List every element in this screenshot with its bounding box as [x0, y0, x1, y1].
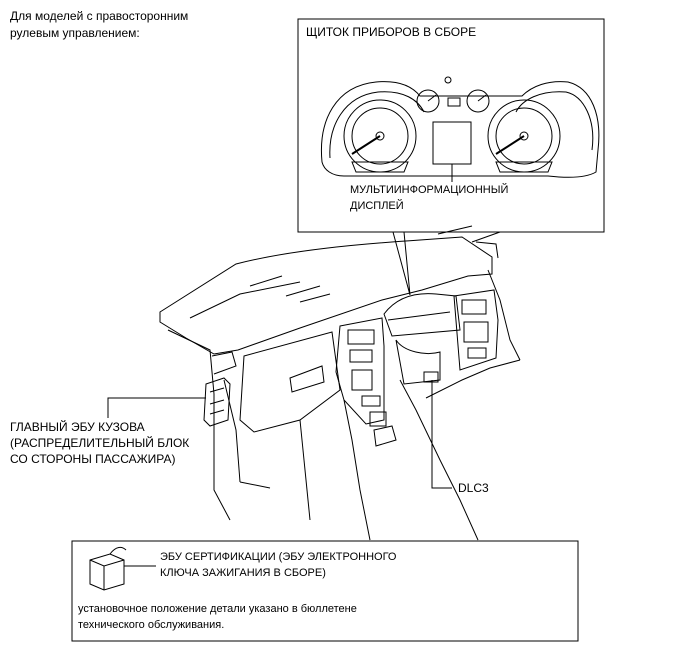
main-body-ecu-shape	[203, 377, 231, 427]
main-body-ecu-label-line3: СО СТОРОНЫ ПАССАЖИРА)	[10, 452, 176, 466]
certification-ecu-label-line1: ЭБУ СЕРТИФИКАЦИИ (ЭБУ ЭЛЕКТРОННОГО	[160, 551, 397, 563]
dashboard-top-surface	[159, 236, 493, 355]
multi-info-display-label-line2: ДИСПЛЕЙ	[350, 200, 404, 212]
dash-cluster-hood	[383, 293, 461, 337]
certification-ecu-label-line2: КЛЮЧА ЗАЖИГАНИЯ В СБОРЕ)	[160, 567, 326, 579]
header-note-line2: рулевым управлением:	[10, 26, 140, 40]
fuel-gauge	[416, 89, 440, 113]
dlc3-label: DLC3	[458, 481, 489, 495]
main-body-ecu-label-line2: (РАСПРЕДЕЛИТЕЛЬНЫЙ БЛОК	[10, 436, 190, 450]
certification-note-line2: технического обслуживания.	[78, 619, 225, 631]
instrument-cluster-label: ЩИТОК ПРИБОРОВ В СБОРЕ	[306, 25, 477, 39]
center-console	[335, 317, 385, 425]
glove-box	[239, 331, 341, 433]
instrument-cluster-housing	[320, 81, 600, 178]
temperature-gauge	[466, 89, 490, 113]
header-note-line1: Для моделей с правосторонним	[10, 9, 189, 23]
multi-info-display-label-line1: МУЛЬТИИНФОРМАЦИОННЫЙ	[350, 184, 509, 196]
certification-box-frame	[71, 540, 579, 642]
instrument-cluster-inset-frame	[297, 18, 605, 233]
main-body-ecu-label-line1: ГЛАВНЫЙ ЭБУ КУЗОВА	[10, 420, 145, 434]
certification-note-line1: установочное положение детали указано в …	[78, 603, 357, 615]
